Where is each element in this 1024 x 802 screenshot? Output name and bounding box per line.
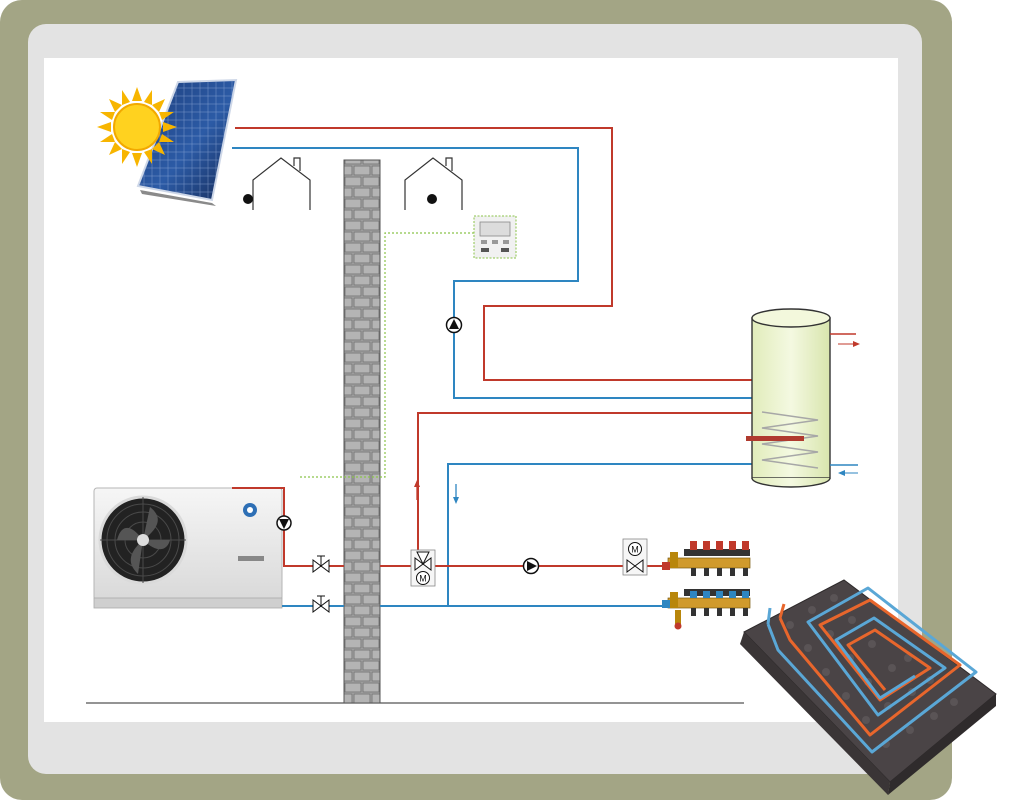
solar-cold-pipe [232,147,752,399]
indoor-sensor-house [404,157,463,210]
dhw-hot-pipe [417,412,752,560]
solar-circulation-pump-icon [445,316,463,334]
thermostat-icon [473,215,517,259]
tank-inlet-cold [830,464,858,476]
shutoff-valve-return [312,595,330,613]
outdoor-sensor-house [243,157,311,210]
underfloor-heating-panel [740,579,997,795]
tank-outlet-hot [830,333,860,347]
floor-circulation-pump-icon [522,557,540,575]
three-way-valve: M [410,549,436,587]
shutoff-valve-flow [312,555,330,573]
three-way-valve-motor-label: M [419,574,427,584]
zone-valve-motor-label: M [631,545,639,555]
solar-panel [136,78,238,206]
manifold-icon [662,541,751,630]
heat-pump-unit [93,487,283,609]
flow-arrow-up [414,480,420,500]
heatpump-circulation-pump-icon [276,515,292,531]
flow-arrow-down [453,484,459,504]
solar-hot-pipe [235,127,752,381]
control-wire [300,232,476,478]
sun-icon [97,87,177,167]
dhw-cold-pipe [447,463,752,606]
brick-wall [343,159,381,704]
storage-tank [746,308,831,488]
zone-valve: M [622,538,648,576]
